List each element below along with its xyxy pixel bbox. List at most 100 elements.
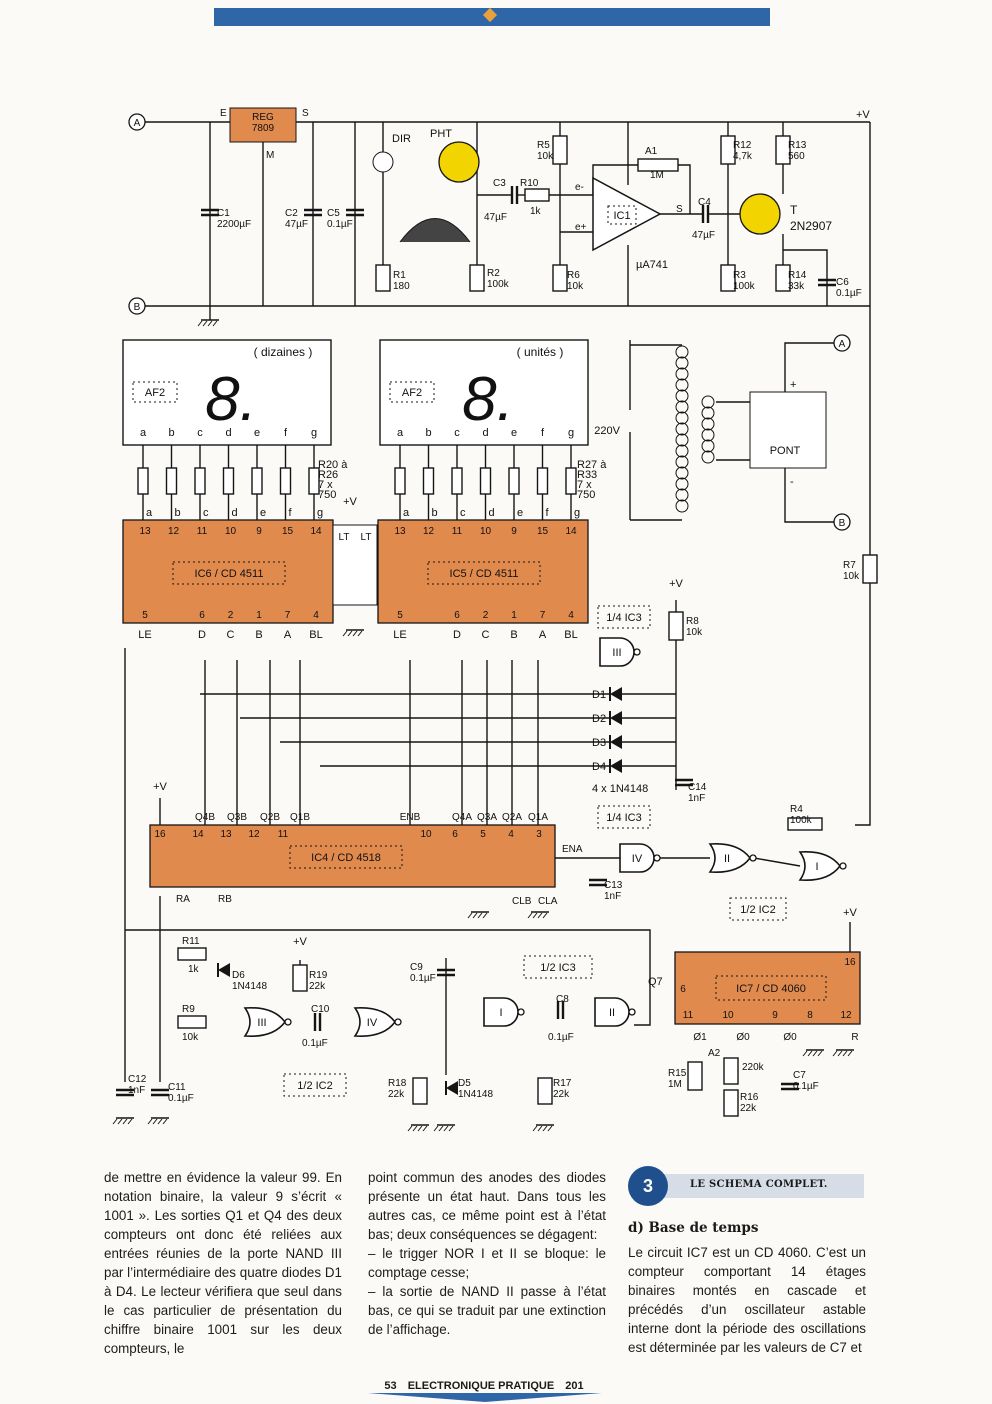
segment-resistor	[508, 467, 520, 495]
ground-icon	[537, 912, 543, 919]
r16	[723, 1089, 739, 1117]
pin-number: 3	[536, 829, 542, 840]
ground-icon	[207, 320, 213, 327]
r13-label: 560	[788, 151, 805, 162]
r8-label: R8	[686, 616, 699, 627]
segment-pin-label: c	[203, 507, 209, 519]
pin-number: 13	[220, 829, 232, 840]
r8-label: 10k	[686, 627, 703, 638]
decoder-pin-label: D	[198, 629, 206, 641]
figure-caption-bar	[658, 1174, 864, 1198]
c4-name: C4	[698, 197, 711, 208]
section-heading: d) Base de temps	[628, 1220, 759, 1236]
segment-pin-label: d	[232, 507, 238, 519]
opamp-ic	[607, 205, 637, 225]
opamp-out: S	[676, 204, 683, 215]
ic7-q7: Q7	[648, 976, 663, 988]
transformer-winding	[675, 356, 689, 370]
r5	[552, 135, 568, 165]
pin-number: 4	[568, 610, 574, 621]
wire	[784, 342, 834, 392]
segment-resistor	[394, 467, 406, 495]
pont-label: PONT	[770, 445, 801, 457]
ic6	[122, 519, 334, 624]
gate-nor-ii-label: II	[724, 853, 730, 865]
diode-icon	[610, 711, 622, 725]
wire	[753, 857, 801, 867]
diode-icon	[218, 963, 230, 977]
r14	[775, 264, 791, 292]
segment-label: c	[197, 427, 203, 439]
gate-nand-iii	[633, 648, 641, 656]
pin-number: 11	[197, 526, 208, 537]
segment-pin-label: b	[175, 507, 181, 519]
regulator	[229, 107, 297, 143]
transformer-winding	[675, 389, 689, 403]
ground-icon	[532, 912, 538, 919]
node-b-right-label: B	[839, 518, 846, 529]
r27-r33-label: R27 à	[577, 459, 607, 471]
ground-icon	[433, 1125, 439, 1132]
opamp-ic1	[592, 176, 662, 252]
r12	[720, 135, 736, 165]
ic4-top-label: Q2B	[260, 812, 280, 823]
node-b-left	[128, 297, 146, 315]
ground-icon	[532, 1125, 538, 1132]
lt-label-2: LT	[361, 532, 372, 543]
pin-number: 11	[452, 526, 463, 537]
a2-name: A2	[708, 1048, 721, 1059]
r27-r33-label: 7 x	[577, 479, 592, 491]
decoder-pin-label: B	[255, 629, 262, 641]
r14-label: R14	[788, 270, 807, 281]
pin-number: 6	[199, 610, 205, 621]
ground-icon	[477, 912, 483, 919]
gate-nand-i-label: I	[499, 1007, 502, 1019]
r20-r26-label: R26	[318, 469, 338, 481]
r3-label: R3	[733, 270, 746, 281]
gate-label-ic3-b-label: 1/4 IC3	[606, 812, 641, 824]
a1	[637, 158, 679, 172]
c13-label: 1nF	[604, 891, 621, 902]
ground-icon	[422, 1125, 428, 1132]
r6-label: 10k	[567, 281, 584, 292]
c10-name: C10	[311, 1004, 330, 1015]
gate-label-ic2-a-label: 1/2 IC2	[740, 904, 775, 916]
opamp-model: µA741	[636, 259, 668, 271]
diode-icon	[610, 735, 622, 749]
r6-label: R6	[567, 270, 580, 281]
ground-icon	[542, 1125, 548, 1132]
r5-label: 10k	[537, 151, 554, 162]
pht-label: PHT	[430, 128, 452, 140]
header-bar	[214, 7, 770, 26]
pin-number: 6	[454, 610, 460, 621]
pin-number: 6	[680, 984, 686, 995]
pin-number: 5	[480, 829, 486, 840]
ground-icon	[807, 1050, 813, 1057]
gate-label-ic3-c-label: 1/2 IC3	[540, 962, 575, 974]
r4-label: 100k	[790, 815, 813, 826]
gate-nand-iv-label: IV	[632, 853, 643, 865]
plus-v-r19: +V	[293, 936, 307, 948]
footer-marker	[368, 1393, 602, 1402]
gate-label-ic3-a-label: 1/4 IC3	[606, 612, 641, 624]
node-a-top-label: A	[134, 118, 141, 129]
diode-icon	[610, 759, 622, 773]
segment-label: e	[254, 427, 260, 439]
ground-icon	[527, 912, 533, 919]
transformer-winding	[675, 345, 689, 359]
r1-label: 180	[393, 281, 410, 292]
segment-label: e	[511, 427, 517, 439]
opamp-ic-label: IC1	[613, 210, 630, 222]
pin-number: 15	[282, 526, 294, 537]
r11-value: 1k	[188, 964, 200, 975]
ground-icon	[802, 1050, 808, 1057]
ground-icon	[117, 1118, 123, 1125]
pin-number: 1	[511, 610, 517, 621]
pin-number: 14	[192, 829, 204, 840]
segment-resistor	[565, 467, 577, 495]
ground-icon	[342, 630, 348, 637]
ic4-rb: RB	[218, 894, 232, 905]
c8-value: 0.1µF	[548, 1032, 574, 1043]
pin-number: 11	[278, 829, 289, 840]
gate-nor-i-label: I	[815, 861, 818, 873]
